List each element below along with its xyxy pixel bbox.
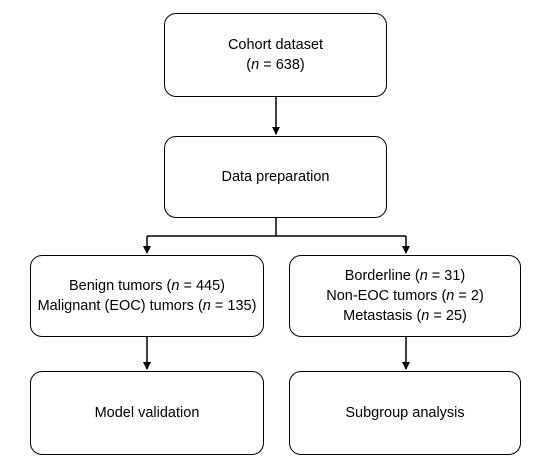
cohort-dataset-count: (n = 638) <box>246 57 305 73</box>
data-preparation-title: Data preparation <box>221 169 330 185</box>
non-eoc-tumors-line: Non-EOC tumors (n = 2) <box>326 288 484 304</box>
subgroup-analysis-box: Subgroup analysis <box>289 371 521 455</box>
benign-tumors-line: Benign tumors (n = 445) <box>69 278 225 294</box>
data-preparation-box: Data preparation <box>164 136 387 218</box>
cohort-dataset-title: Cohort dataset <box>227 37 324 53</box>
borderline-line: Borderline (n = 31) <box>344 268 466 284</box>
model-validation-box: Model validation <box>30 371 264 455</box>
malignant-tumors-line: Malignant (EOC) tumors (n = 135) <box>37 298 257 314</box>
model-validation-title: Model validation <box>94 405 200 421</box>
tumor-groups-box: Benign tumors (n = 445) Malignant (EOC) … <box>30 255 264 337</box>
other-groups-box: Borderline (n = 31) Non-EOC tumors (n = … <box>289 255 521 337</box>
metastasis-line: Metastasis (n = 25) <box>343 308 467 324</box>
subgroup-analysis-title: Subgroup analysis <box>345 405 465 421</box>
cohort-dataset-box: Cohort dataset (n = 638) <box>164 13 387 97</box>
